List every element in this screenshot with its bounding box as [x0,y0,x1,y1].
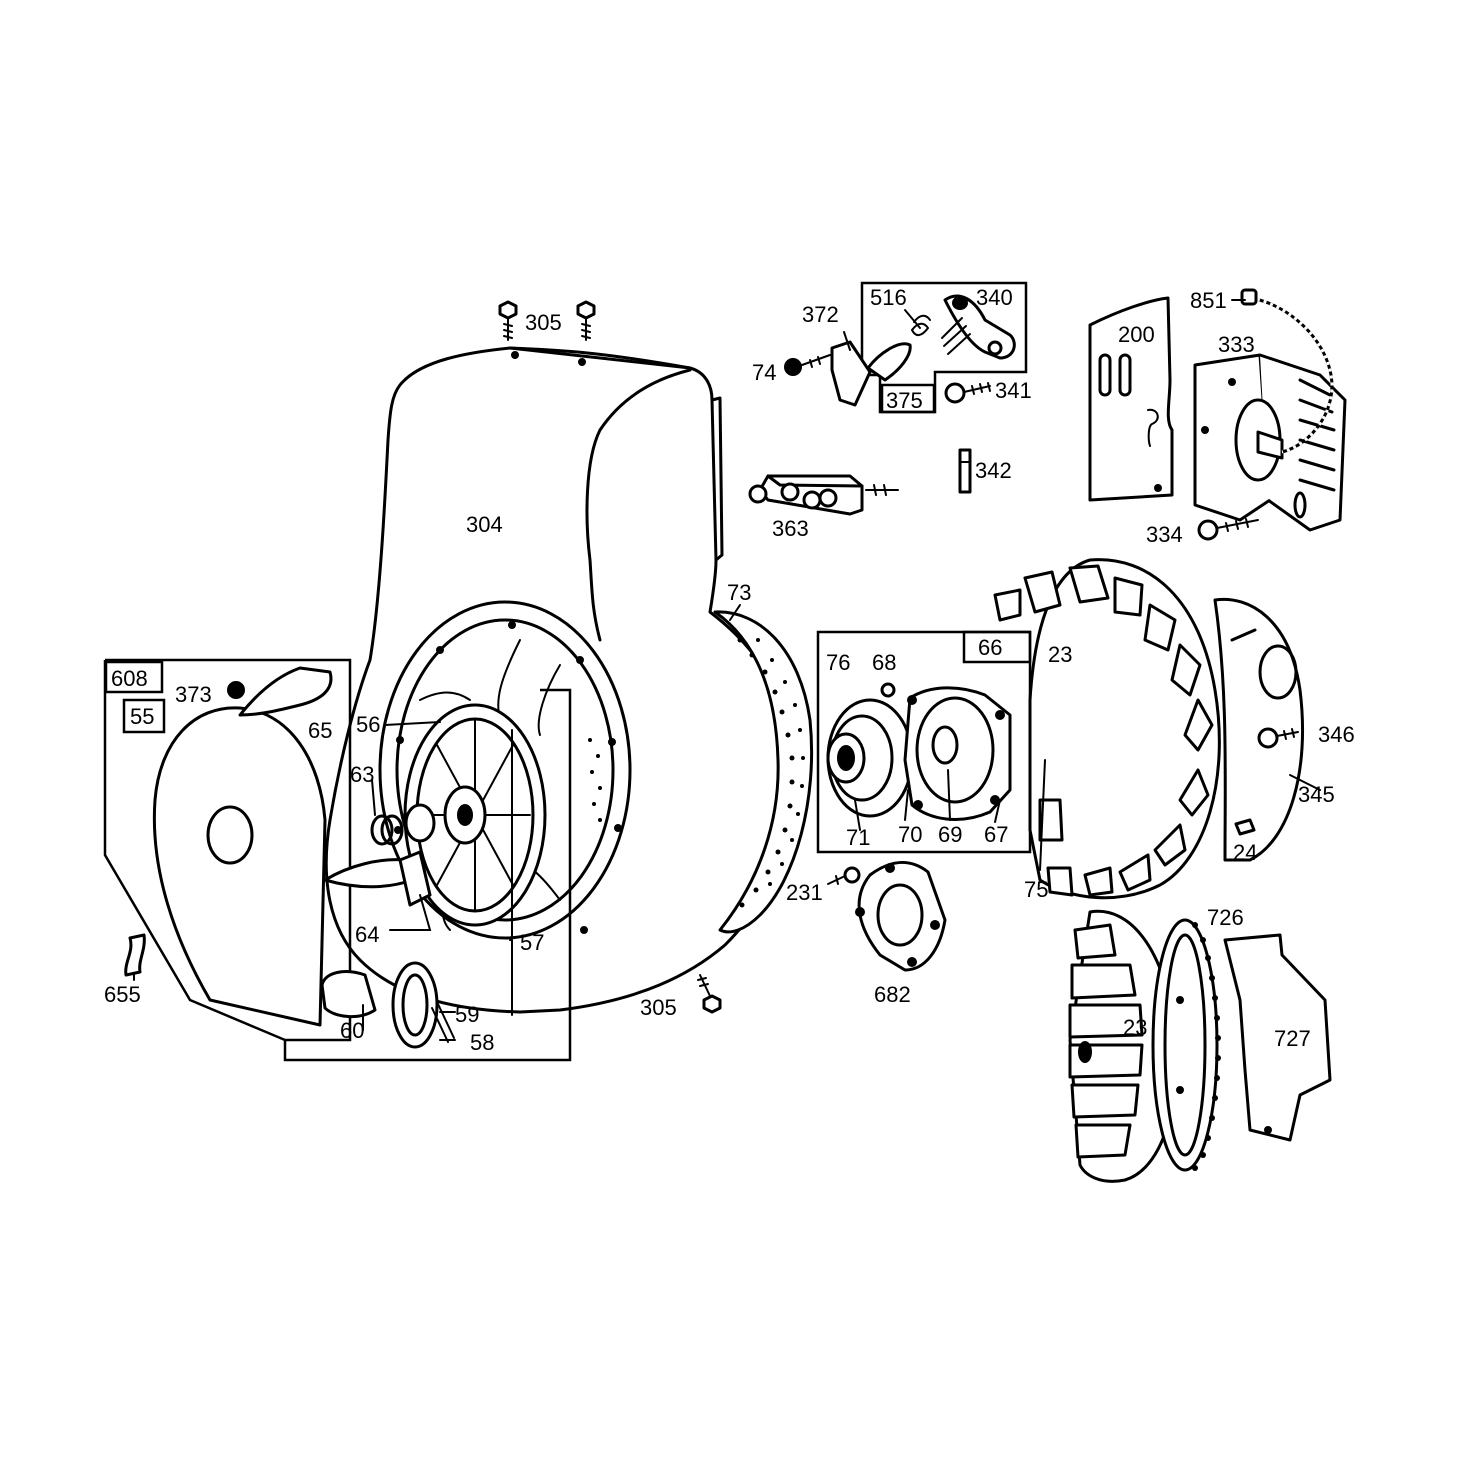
label-305-top: 305 [525,310,562,335]
label-23-bottom: 23 [1123,1015,1147,1040]
label-345: 345 [1298,782,1335,807]
clutch-assembly-icon [816,630,1032,854]
label-68: 68 [872,650,896,675]
label-23-top: 23 [1048,642,1072,667]
governor-bracket-icon [784,281,1028,414]
label-58: 58 [470,1030,494,1055]
label-71: 71 [846,825,870,850]
clip-icon [124,933,146,977]
label-372: 372 [802,302,839,327]
label-655: 655 [104,982,141,1007]
label-63: 63 [350,762,374,787]
ignition-armature-icon [1088,288,1347,541]
label-67: 67 [984,822,1008,847]
rotating-screen-icon [588,610,814,934]
terminal-block-icon [748,474,899,516]
label-57: 57 [520,930,544,955]
label-342: 342 [975,458,1012,483]
label-59: 59 [455,1002,479,1027]
leader-lines [133,299,1321,1041]
label-56: 56 [356,712,380,737]
label-726: 726 [1207,905,1244,930]
label-24: 24 [1233,840,1257,865]
label-55: 55 [130,704,154,729]
label-305-bottom: 305 [640,995,677,1020]
pin-icon [958,448,972,494]
label-73: 73 [727,580,751,605]
label-334: 334 [1146,522,1183,547]
label-340: 340 [976,285,1013,310]
label-76: 76 [826,650,850,675]
label-65: 65 [308,718,332,743]
label-375: 375 [886,388,923,413]
label-60: 60 [340,1018,364,1043]
label-69: 69 [938,822,962,847]
label-727: 727 [1274,1026,1311,1051]
flywheel-icon [993,558,1304,900]
flywheel-ring-gear-icon [1068,909,1332,1183]
label-66: 66 [978,635,1002,660]
blower-housing-icon [324,346,797,1014]
screw-icon [944,382,991,404]
label-231: 231 [786,880,823,905]
part-labels: 304 305 305 73 608 55 373 65 56 63 64 57… [104,285,1355,1055]
cover-plate-icon [827,861,947,972]
label-200: 200 [1118,322,1155,347]
label-64: 64 [355,922,379,947]
label-346: 346 [1318,722,1355,747]
bolt-icon [498,300,722,1014]
label-341: 341 [995,378,1032,403]
label-74: 74 [752,360,776,385]
label-304: 304 [466,512,503,537]
label-608: 608 [111,666,148,691]
rewind-starter-icon [103,658,572,1062]
label-373: 373 [175,682,212,707]
label-516: 516 [870,285,907,310]
label-851: 851 [1190,288,1227,313]
label-333: 333 [1218,332,1255,357]
label-682: 682 [874,982,911,1007]
key-icon [1234,727,1299,836]
label-70: 70 [898,822,922,847]
label-75: 75 [1024,877,1048,902]
label-363: 363 [772,516,809,541]
